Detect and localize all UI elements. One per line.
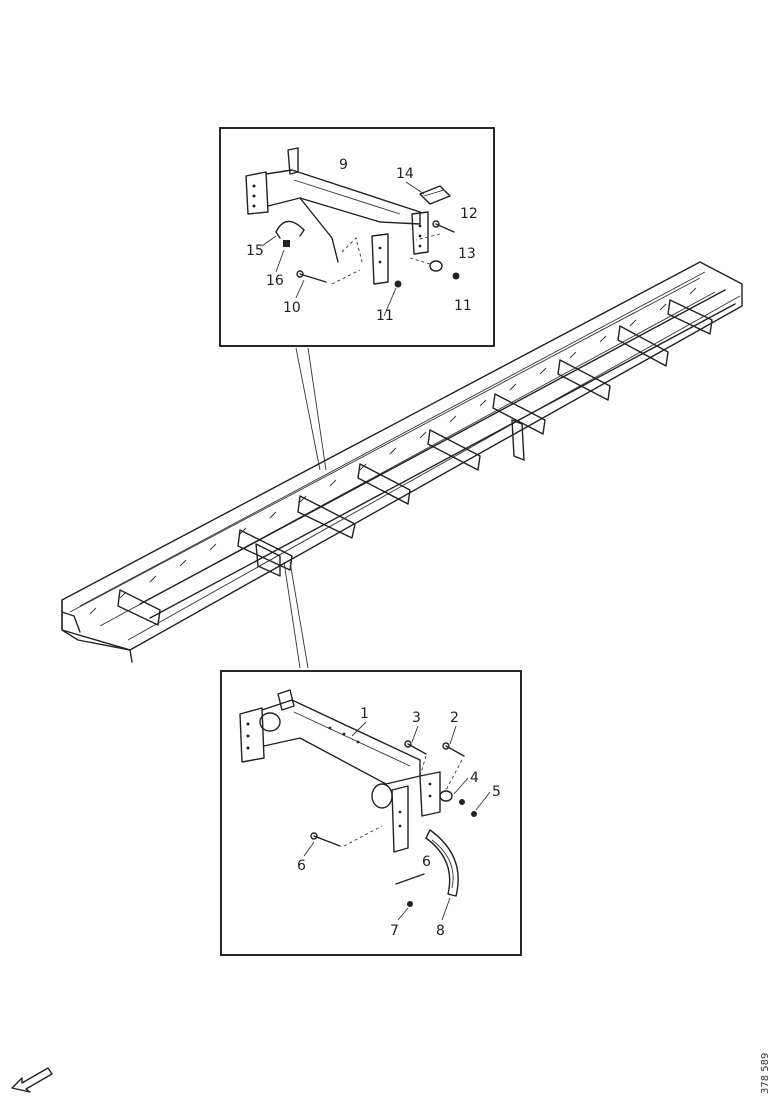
chassis-frame bbox=[61, 261, 743, 669]
callout-16: 16 bbox=[266, 273, 284, 289]
top-callout-labels: 9 14 12 13 11 11 10 16 15 bbox=[246, 157, 478, 324]
callout-7: 7 bbox=[390, 923, 399, 939]
callout-1: 1 bbox=[360, 706, 369, 722]
callout-14: 14 bbox=[396, 166, 414, 182]
callout-10: 10 bbox=[283, 300, 301, 316]
top-detail-box bbox=[219, 127, 495, 347]
callout-4: 4 bbox=[470, 770, 479, 786]
callout-3: 3 bbox=[412, 710, 421, 726]
callout-5: 5 bbox=[492, 784, 501, 800]
arrow-icon bbox=[11, 1067, 53, 1093]
callout-12: 12 bbox=[460, 206, 478, 222]
callout-6-left: 6 bbox=[297, 858, 306, 874]
top-crossmember-assembly bbox=[245, 147, 460, 288]
callout-6-right: 6 bbox=[422, 854, 431, 870]
bottom-crossmember-assembly bbox=[239, 689, 477, 907]
callout-11-right: 11 bbox=[454, 298, 472, 314]
bottom-callout-labels: 1 3 2 4 5 6 6 7 8 bbox=[297, 706, 501, 939]
bottom-detail-box bbox=[220, 670, 522, 956]
callout-15: 15 bbox=[246, 243, 264, 259]
callout-11-middle: 11 bbox=[376, 308, 394, 324]
callout-13: 13 bbox=[458, 246, 476, 262]
callout-8: 8 bbox=[436, 923, 445, 939]
callout-9: 9 bbox=[339, 157, 348, 173]
drawing-id: 378 589 bbox=[760, 1053, 771, 1094]
callout-2: 2 bbox=[450, 710, 459, 726]
